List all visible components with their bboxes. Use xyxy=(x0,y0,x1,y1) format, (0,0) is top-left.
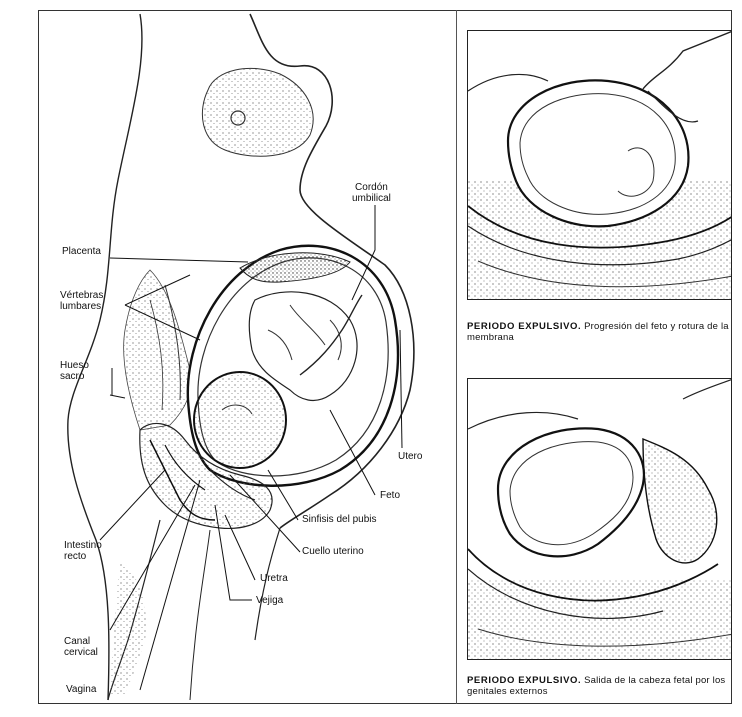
fetus-head xyxy=(194,372,286,468)
panel-top-drawing xyxy=(468,31,732,300)
caption-bottom: PERIODO EXPULSIVO. Salida de la cabeza f… xyxy=(467,675,729,697)
label-hueso-sacro: Hueso sacro xyxy=(60,360,89,382)
label-canal: Canal xyxy=(64,636,98,647)
label-uretra: Uretra xyxy=(260,573,288,584)
panel-bottom-drawing xyxy=(468,379,732,660)
label-sacro: sacro xyxy=(60,371,89,382)
label-canal-cervical: Canal cervical xyxy=(64,636,98,658)
label-cordon: Cordón xyxy=(352,182,391,193)
panel-top-illustration xyxy=(467,30,732,300)
label-placenta: Placenta xyxy=(62,246,101,257)
caption-top: PERIODO EXPULSIVO. Progresión del feto y… xyxy=(467,321,729,343)
label-vagina: Vagina xyxy=(66,684,96,695)
label-utero: Utero xyxy=(398,451,422,462)
label-vertebras: Vértebras xyxy=(60,290,103,301)
label-intestino: Intestino xyxy=(64,540,102,551)
label-sinfisis-del-pubis: Sinfisis del pubis xyxy=(302,514,376,525)
spine-region xyxy=(124,270,192,430)
breast xyxy=(202,68,313,156)
label-hueso: Hueso xyxy=(60,360,89,371)
label-cordon-umbilical: Cordón umbilical xyxy=(352,182,391,204)
label-vejiga: Vejiga xyxy=(256,595,283,606)
label-recto: recto xyxy=(64,551,102,562)
label-umbilical: umbilical xyxy=(352,193,391,204)
label-feto: Feto xyxy=(380,490,400,501)
label-vertebras-lumbares: Vértebras lumbares xyxy=(60,290,103,312)
label-cuello-uterino: Cuello uterino xyxy=(302,546,364,557)
label-cervical: cervical xyxy=(64,647,98,658)
label-intestino-recto: Intestino recto xyxy=(64,540,102,562)
panel-bottom-illustration xyxy=(467,378,732,660)
label-lumbares: lumbares xyxy=(60,301,103,312)
caption-top-title: PERIODO EXPULSIVO. xyxy=(467,321,581,332)
caption-bottom-title: PERIODO EXPULSIVO. xyxy=(467,675,581,686)
